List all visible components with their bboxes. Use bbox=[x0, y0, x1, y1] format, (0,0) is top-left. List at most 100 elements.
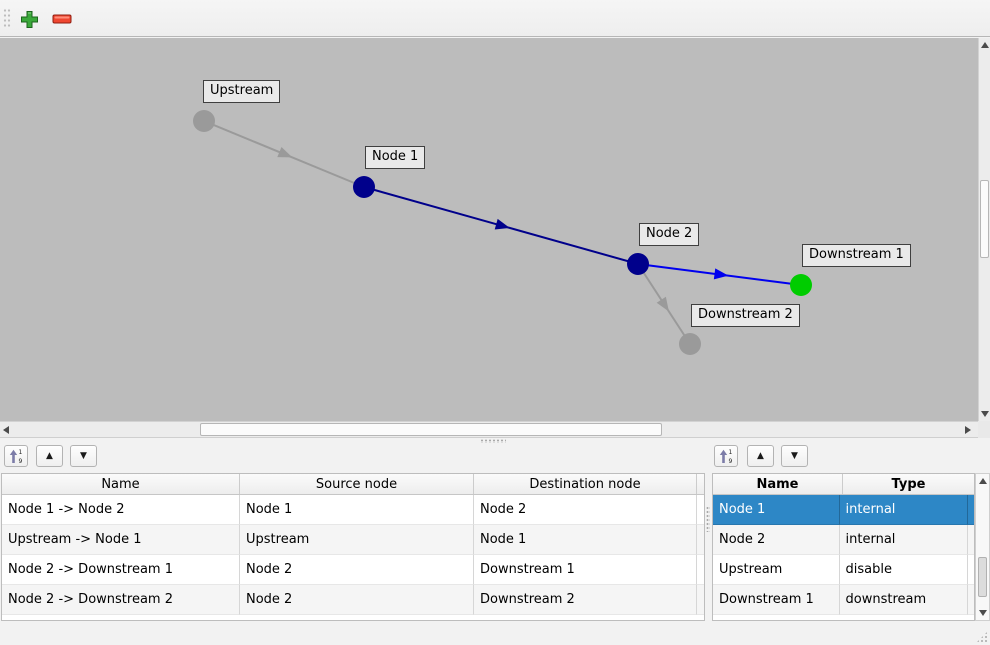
sort-ascending-icon: 1 9 bbox=[9, 449, 23, 464]
edges-table: Name Source node Destination node Node 1… bbox=[1, 473, 705, 621]
svg-text:9: 9 bbox=[19, 458, 23, 464]
table-cell[interactable]: Node 2 bbox=[240, 585, 474, 615]
move-down-icon: ▼ bbox=[80, 451, 87, 461]
column-header-type[interactable]: Type bbox=[891, 476, 926, 492]
svg-text:1: 1 bbox=[19, 449, 23, 456]
table-cell-filler bbox=[968, 495, 974, 525]
node-label[interactable]: Node 2 bbox=[639, 223, 700, 246]
scrollbar-corner bbox=[978, 421, 990, 438]
minus-icon bbox=[52, 14, 72, 24]
graph-edge[interactable] bbox=[203, 120, 365, 188]
add-node-button[interactable] bbox=[16, 6, 42, 32]
graph-edge[interactable] bbox=[363, 186, 639, 265]
table-cell[interactable]: Downstream 1 bbox=[474, 555, 697, 585]
node-label[interactable]: Upstream bbox=[203, 80, 281, 103]
column-header-name[interactable]: Name bbox=[713, 474, 843, 494]
sort-ascending-icon: 1 9 bbox=[719, 449, 733, 464]
node-label[interactable]: Downstream 1 bbox=[802, 244, 911, 267]
svg-text:9: 9 bbox=[729, 458, 733, 464]
svg-text:1: 1 bbox=[729, 449, 733, 456]
move-up-icon: ▲ bbox=[46, 451, 53, 461]
table-cell[interactable]: internal bbox=[839, 525, 968, 555]
table-cell[interactable]: Upstream bbox=[240, 525, 474, 555]
scroll-left-icon[interactable] bbox=[3, 426, 9, 434]
scroll-right-icon[interactable] bbox=[965, 426, 971, 434]
nodes-table-scrollbar-thumb[interactable] bbox=[978, 557, 987, 597]
table-cell[interactable]: Node 1 -> Node 2 bbox=[2, 495, 240, 525]
table-cell[interactable]: Node 2 -> Downstream 1 bbox=[2, 555, 240, 585]
graph-horizontal-scrollbar[interactable] bbox=[0, 421, 978, 438]
table-cell[interactable]: Upstream -> Node 1 bbox=[2, 525, 240, 555]
column-header-name[interactable]: Name bbox=[2, 474, 240, 494]
table-cell[interactable]: Node 1 bbox=[713, 495, 840, 525]
table-cell[interactable]: Node 1 bbox=[474, 525, 697, 555]
graph-node[interactable] bbox=[627, 253, 649, 275]
window-resize-grip[interactable] bbox=[976, 631, 988, 643]
vertical-splitter-handle[interactable] bbox=[706, 506, 710, 532]
edges-move-up-button[interactable]: ▲ bbox=[36, 445, 63, 467]
scroll-down-icon[interactable] bbox=[981, 411, 989, 417]
edge-arrow-icon bbox=[277, 147, 293, 158]
column-header-destination-node[interactable]: Destination node bbox=[474, 474, 697, 494]
table-cell[interactable]: internal bbox=[839, 495, 968, 525]
scroll-up-icon[interactable] bbox=[981, 42, 989, 48]
nodes-table-scrollbar[interactable] bbox=[975, 473, 990, 621]
node-label[interactable]: Node 1 bbox=[365, 146, 426, 169]
graph-node[interactable] bbox=[353, 176, 375, 198]
edge-arrow-icon bbox=[494, 218, 510, 230]
graph-node[interactable] bbox=[193, 110, 215, 132]
table-cell[interactable]: Downstream 2 bbox=[474, 585, 697, 615]
table-cell[interactable]: Node 2 bbox=[713, 525, 840, 555]
graph-vertical-scrollbar[interactable] bbox=[978, 38, 990, 421]
edge-arrow-icon bbox=[656, 296, 669, 312]
table-cell-filler bbox=[697, 495, 704, 525]
table-cell[interactable]: Node 1 bbox=[240, 495, 474, 525]
graph-node[interactable] bbox=[679, 333, 701, 355]
table-cell[interactable]: Node 2 bbox=[240, 555, 474, 585]
main-toolbar bbox=[0, 0, 990, 37]
table-cell-filler bbox=[697, 555, 704, 585]
scroll-up-icon[interactable] bbox=[979, 478, 987, 484]
remove-node-button[interactable] bbox=[49, 6, 75, 32]
graph-edge[interactable] bbox=[637, 263, 802, 286]
table-cell-filler bbox=[697, 525, 704, 555]
table-cell[interactable]: downstream bbox=[839, 585, 968, 615]
table-cell-filler bbox=[968, 525, 974, 555]
table-cell-filler bbox=[697, 585, 704, 615]
table-cell[interactable]: Node 2 -> Downstream 2 bbox=[2, 585, 240, 615]
nodes-move-up-button[interactable]: ▲ bbox=[747, 445, 774, 467]
horizontal-splitter-handle[interactable] bbox=[480, 439, 506, 443]
table-cell[interactable]: Upstream bbox=[713, 555, 840, 585]
column-header-source-node[interactable]: Source node bbox=[240, 474, 474, 494]
table-cell[interactable]: disable bbox=[839, 555, 968, 585]
graph-edge[interactable] bbox=[637, 263, 691, 345]
edges-sort-button[interactable]: 1 9 bbox=[4, 445, 28, 467]
nodes-sort-button[interactable]: 1 9 bbox=[714, 445, 738, 467]
table-cell-filler bbox=[968, 555, 974, 585]
edge-arrow-icon bbox=[713, 268, 729, 280]
topology-graph bbox=[193, 110, 812, 355]
edges-move-down-button[interactable]: ▼ bbox=[70, 445, 97, 467]
nodes-table-header: Name Type bbox=[713, 474, 974, 495]
table-cell[interactable]: Node 2 bbox=[474, 495, 697, 525]
move-down-icon: ▼ bbox=[791, 451, 798, 461]
graph-node[interactable] bbox=[790, 274, 812, 296]
graph-vscrollbar-thumb[interactable] bbox=[980, 180, 989, 258]
toolbar-drag-handle[interactable] bbox=[3, 8, 11, 29]
node-label[interactable]: Downstream 2 bbox=[691, 304, 800, 327]
table-cell[interactable]: Downstream 1 bbox=[713, 585, 840, 615]
nodes-move-down-button[interactable]: ▼ bbox=[781, 445, 808, 467]
scroll-down-icon[interactable] bbox=[979, 610, 987, 616]
graph-hscrollbar-thumb[interactable] bbox=[200, 423, 662, 436]
